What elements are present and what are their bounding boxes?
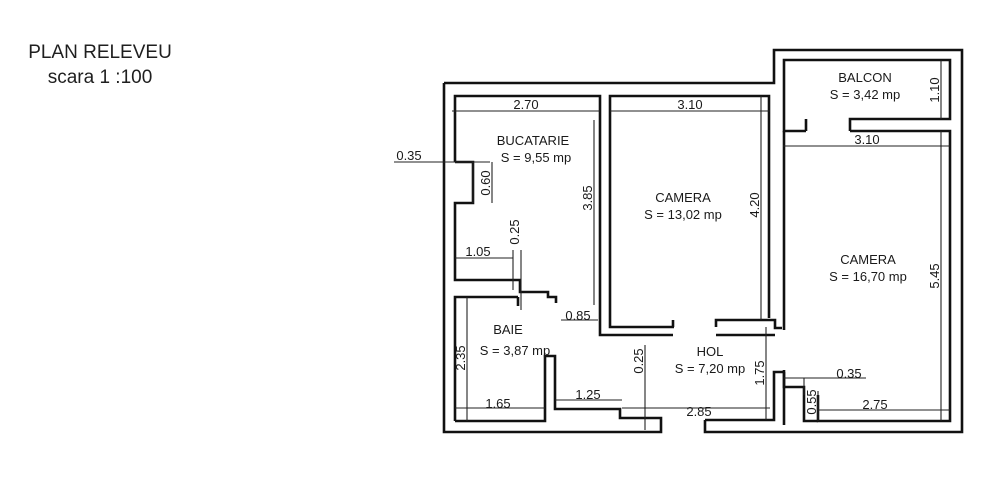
room-label-balcony: BALCON [838, 70, 891, 85]
dim-bath-width: 1.65 [485, 396, 510, 411]
dim-kitchen-ledge: 1.05 [465, 244, 490, 259]
plan-title-block: PLAN RELEVEU scara 1 :100 [0, 40, 200, 90]
dim-balcony-depth: 1.10 [927, 77, 942, 102]
room-label-kitchen: BUCATARIE [497, 133, 570, 148]
dim-kitchen-niche: 0.60 [478, 170, 493, 195]
dim-room1-width: 3.10 [677, 97, 702, 112]
dim-hall-step-width: 1.25 [575, 387, 600, 402]
dim-room2-depth: 5.45 [927, 263, 942, 288]
dim-kitchen-step: 0.25 [507, 219, 522, 244]
room-area-bath: S = 3,87 mp [480, 343, 550, 358]
dim-kitchen-width: 2.70 [513, 97, 538, 112]
dim-hall-step-depth: 0.25 [631, 348, 646, 373]
room-area-camera2: S = 16,70 mp [829, 269, 907, 284]
plan-title: PLAN RELEVEU [28, 42, 172, 63]
plan-scale: scara 1 :100 [47, 67, 153, 88]
dim-kitchen-depth: 3.85 [580, 185, 595, 210]
dim-room1-depth: 4.20 [747, 192, 762, 217]
kitchen-walls [453, 94, 602, 306]
dim-bath-depth: 2.35 [453, 345, 468, 370]
dim-hall-width: 2.85 [686, 404, 711, 419]
room1-walls [598, 94, 782, 337]
dimension-lines [394, 60, 950, 430]
dim-room2-width: 3.10 [854, 132, 879, 147]
room-label-camera2: CAMERA [840, 252, 896, 267]
dimension-labels: 2.70 3.10 3.10 0.35 0.60 0.25 1.05 3.85 … [396, 77, 942, 419]
dim-corner-depth: 0.55 [804, 389, 819, 414]
dim-kitchen-offset: 0.35 [396, 148, 421, 163]
room-label-hall: HOL [697, 344, 724, 359]
room-label-bath: BAIE [493, 322, 523, 337]
room-area-kitchen: S = 9,55 mp [501, 150, 571, 165]
room-area-balcony: S = 3,42 mp [830, 87, 900, 102]
room-label-camera1: CAMERA [655, 190, 711, 205]
dim-corner-offset: 0.35 [836, 366, 861, 381]
dim-hall-depth: 1.75 [752, 360, 767, 385]
dim-door-gap: 0.85 [565, 308, 590, 323]
room-area-hall: S = 7,20 mp [675, 361, 745, 376]
outer-walls [442, 48, 964, 434]
room-labels: BUCATARIE S = 9,55 mp CAMERA S = 13,02 m… [480, 70, 907, 376]
bath-walls [453, 295, 663, 423]
room-area-camera1: S = 13,02 mp [644, 207, 722, 222]
dim-bottom-right-width: 2.75 [862, 397, 887, 412]
